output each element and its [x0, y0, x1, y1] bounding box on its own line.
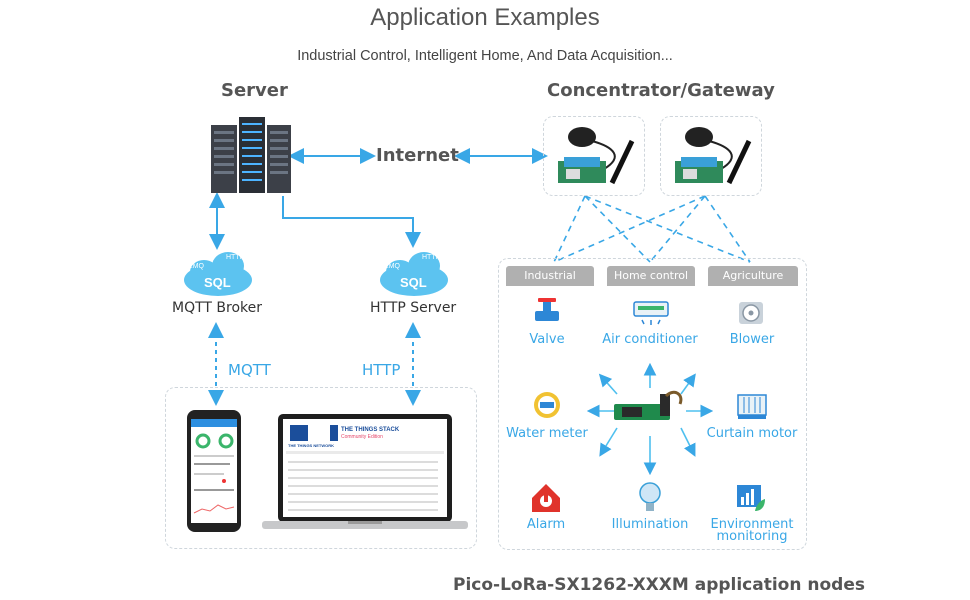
server-heading: Server: [221, 80, 288, 101]
client-devices-box: [165, 387, 477, 549]
air-conditioner-label: Air conditioner: [602, 332, 698, 347]
sql-badge: SQL: [204, 275, 231, 290]
page-subtitle: Industrial Control, Intelligent Home, An…: [297, 48, 673, 64]
gateway-board-icon: [558, 127, 635, 185]
blower-icon: [739, 302, 763, 324]
nodes-box: [498, 258, 807, 550]
gateway-1: [543, 116, 645, 196]
sql-badge: SQL: [400, 275, 427, 290]
http-server-cloud: EMQ HTTP SQL: [376, 248, 452, 298]
alarm-icon: [532, 484, 560, 512]
category-agriculture: Agriculture control: [708, 266, 798, 302]
emq-badge: EMQ: [384, 263, 400, 270]
http-badge: HTTP: [226, 254, 245, 261]
cloud-icon: [380, 252, 448, 296]
lora-node-icon: [614, 390, 683, 420]
http-protocol-label: HTTP: [362, 361, 401, 379]
laptop: THE THINGS NETWORK THE THINGS STACK Comm…: [260, 413, 470, 533]
alarm-label: Alarm: [526, 517, 566, 532]
environment-monitoring-icon: [737, 485, 765, 511]
category-industrial: Industrial control: [506, 266, 594, 302]
curtain-motor-icon: [737, 394, 767, 419]
cloud-icon: [184, 252, 252, 296]
mqtt-broker-label: MQTT Broker: [172, 300, 263, 316]
bottom-caption: Pico-LoRa-SX1262-XXXM application nodes: [453, 575, 865, 595]
air-conditioner-icon: [633, 301, 669, 325]
server-icon: [211, 117, 291, 193]
curtain-motor-label: Curtain motor: [706, 426, 798, 441]
page-title: Application Examples: [370, 4, 600, 31]
blower-label: Blower: [729, 332, 775, 347]
gateway-2: [660, 116, 762, 196]
environment-label-line1: Environment: [710, 517, 794, 532]
category-home: Home control: [607, 266, 695, 286]
environment-label-line2: monitoring: [716, 529, 788, 544]
mqtt-broker-cloud: EMQ HTTP SQL: [180, 248, 256, 298]
valve-label: Valve: [529, 332, 565, 347]
http-server-label: HTTP Server: [370, 300, 457, 316]
gateway-board-icon: [675, 127, 752, 185]
laptop-icon: [262, 414, 468, 529]
water-meter-icon: [534, 392, 560, 418]
mqtt-protocol-label: MQTT: [228, 361, 271, 379]
laptop-network-text: THE THINGS NETWORK: [288, 443, 334, 448]
illumination-label: Illumination: [611, 517, 689, 532]
illumination-icon: [639, 482, 661, 511]
emq-badge: EMQ: [188, 263, 204, 270]
water-meter-label: Water meter: [506, 426, 588, 441]
phone-icon: [187, 410, 241, 532]
internet-label: Internet: [376, 145, 459, 166]
gateway-heading: Concentrator/Gateway: [547, 80, 775, 101]
http-badge: HTTP: [422, 254, 441, 261]
valve-icon: [535, 298, 559, 321]
laptop-brand-sub: Community Edition: [341, 434, 383, 440]
laptop-brand-text: THE THINGS STACK: [341, 427, 400, 433]
